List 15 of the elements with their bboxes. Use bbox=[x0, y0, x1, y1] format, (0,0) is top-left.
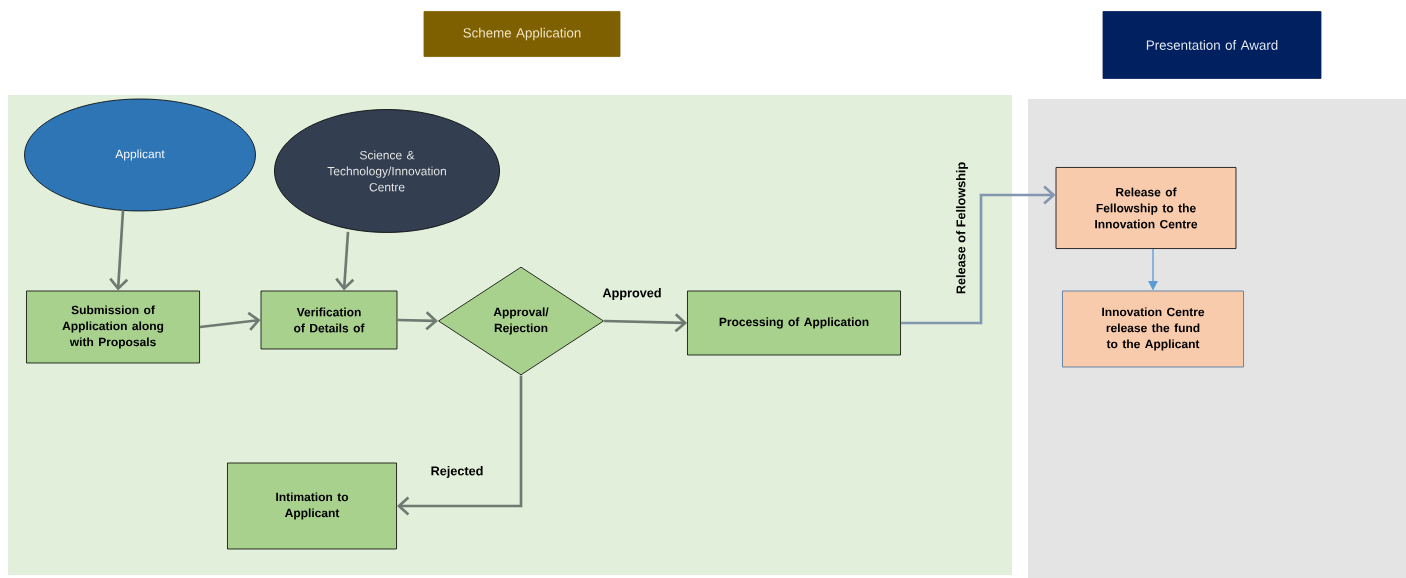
arrow bbox=[109, 210, 129, 291]
process-box: Processing of Application bbox=[687, 290, 901, 356]
process-box: Innovation Centre release the fund to the Applicant bbox=[1062, 290, 1244, 368]
arrow bbox=[397, 311, 438, 331]
process-box: Submission of Application along with Proposals bbox=[26, 290, 200, 364]
process-box: Verification of Details of bbox=[260, 290, 398, 350]
arrow bbox=[199, 311, 261, 331]
header-box: Scheme Application bbox=[423, 11, 621, 57]
arrow bbox=[604, 313, 688, 333]
process-box: Intimation to Applicant bbox=[227, 462, 397, 550]
arrow bbox=[335, 231, 355, 291]
process-box: Release of Fellowship to the Innovation Centre bbox=[1055, 167, 1237, 249]
header-box: Presentation of Award bbox=[1102, 11, 1322, 79]
arrow bbox=[900, 185, 1056, 325]
arrow bbox=[396, 375, 523, 516]
